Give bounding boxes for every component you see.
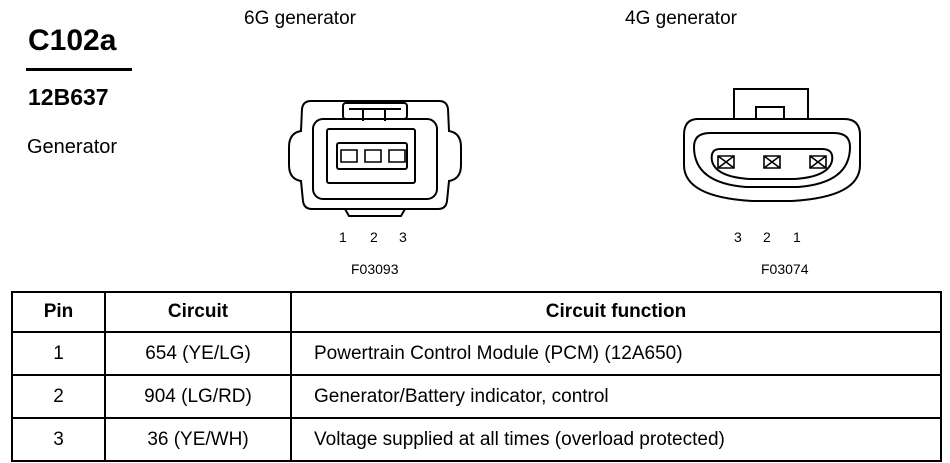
pin-cavity-3 bbox=[718, 156, 734, 168]
column-header-function: Circuit function bbox=[290, 291, 942, 333]
function-cell: Powertrain Control Module (PCM) (12A650) bbox=[290, 331, 942, 376]
pin-cavity-3 bbox=[389, 150, 405, 162]
pin-cavity-1 bbox=[810, 156, 826, 168]
pin-label: 3 bbox=[399, 229, 407, 245]
title-underline bbox=[26, 68, 132, 71]
table-header-row: Pin Circuit Circuit function bbox=[11, 291, 942, 333]
pin-cavity-2 bbox=[764, 156, 780, 168]
connector-4g-drawing bbox=[672, 85, 872, 205]
table-row: 2 904 (LG/RD) Generator/Battery indicato… bbox=[11, 374, 942, 419]
connector-6g-drawing bbox=[285, 95, 465, 220]
table-row: 1 654 (YE/LG) Powertrain Control Module … bbox=[11, 331, 942, 376]
figure-id: F03093 bbox=[351, 261, 399, 277]
pin-label: 1 bbox=[793, 229, 801, 245]
pin-cell: 1 bbox=[11, 331, 106, 376]
function-cell: Generator/Battery indicator, control bbox=[290, 374, 942, 419]
connector-id: C102a bbox=[28, 24, 117, 57]
figure-id: F03074 bbox=[761, 261, 809, 277]
pin-cell: 2 bbox=[11, 374, 106, 419]
component-name: Generator bbox=[27, 136, 118, 158]
pinout-table: Pin Circuit Circuit function 1 654 (YE/L… bbox=[11, 291, 942, 462]
pin-label: 2 bbox=[370, 229, 378, 245]
function-cell: Voltage supplied at all times (overload … bbox=[290, 417, 942, 462]
pin-cell: 3 bbox=[11, 417, 106, 462]
table-row: 3 36 (YE/WH) Voltage supplied at all tim… bbox=[11, 417, 942, 462]
connector-6g-label: 6G generator bbox=[244, 8, 356, 29]
circuit-cell: 654 (YE/LG) bbox=[104, 331, 292, 376]
part-number: 12B637 bbox=[28, 84, 109, 110]
pin-cavity-1 bbox=[341, 150, 357, 162]
column-header-circuit: Circuit bbox=[104, 291, 292, 333]
pin-label: 2 bbox=[763, 229, 771, 245]
pin-label: 1 bbox=[339, 229, 347, 245]
column-header-pin: Pin bbox=[11, 291, 106, 333]
connector-4g-label: 4G generator bbox=[625, 8, 737, 29]
pin-label: 3 bbox=[734, 229, 742, 245]
pin-cavity-2 bbox=[365, 150, 381, 162]
circuit-cell: 904 (LG/RD) bbox=[104, 374, 292, 419]
circuit-cell: 36 (YE/WH) bbox=[104, 417, 292, 462]
